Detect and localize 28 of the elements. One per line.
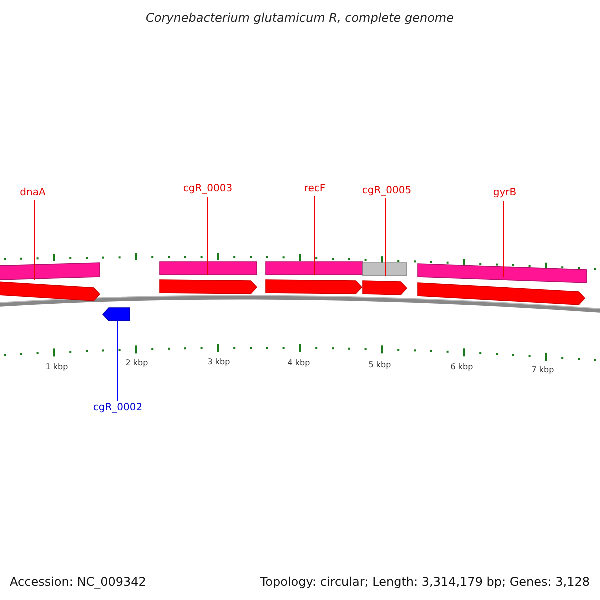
gene-label: cgR_0005	[362, 186, 412, 196]
gene-bar	[418, 264, 588, 284]
cds-feature	[418, 282, 586, 306]
genome-summary-text: Topology: circular; Length: 3,314,179 bp; Genes: 3,128	[260, 575, 590, 589]
gene-label: recF	[304, 184, 326, 194]
gene-label: cgR_0002	[93, 402, 143, 414]
leader-line	[314, 196, 316, 276]
scale-label: 6 kbp	[450, 362, 474, 372]
scale-label: 3 kbp	[208, 358, 230, 366]
scale-label: 5 kbp	[368, 360, 392, 370]
diagram-title: Corynebacterium glutamicum R, complete genome	[146, 11, 454, 25]
cds-feature	[102, 308, 130, 322]
gene-bar	[0, 262, 100, 280]
leader-line	[34, 200, 36, 280]
gene-label: dnaA	[20, 188, 46, 198]
accession-text: Accession: NC_009342	[10, 575, 146, 589]
cds-feature	[160, 280, 258, 294]
gene-label: cgR_0003	[183, 184, 233, 194]
scale-label: 1 kbp	[46, 362, 68, 372]
scale-label: 2 kbp	[126, 358, 148, 368]
gene-bar	[362, 262, 408, 276]
gene-bar	[266, 262, 364, 276]
gene-bar	[160, 262, 258, 276]
cds-feature	[0, 282, 101, 302]
cds-feature	[362, 280, 408, 296]
gene-label: gyrB	[493, 188, 517, 198]
scale-label: 7 kbp	[532, 366, 554, 374]
scale-label: 4 kbp	[288, 358, 310, 368]
